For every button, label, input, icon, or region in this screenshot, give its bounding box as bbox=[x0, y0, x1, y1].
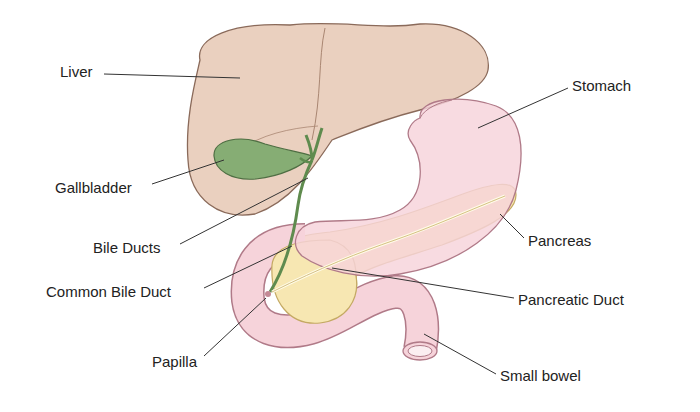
part-label: Pancreas bbox=[528, 233, 591, 249]
stomach-shape bbox=[296, 99, 521, 276]
part-label: Pancreatic Duct bbox=[518, 292, 624, 308]
leader-line bbox=[180, 178, 308, 244]
leader-line bbox=[424, 334, 496, 374]
part-label: Gallbladder bbox=[55, 180, 132, 196]
liver-lobe-line bbox=[312, 28, 325, 140]
leader-line bbox=[478, 88, 568, 128]
part-label: Bile Ducts bbox=[93, 240, 161, 256]
part-label: Small bowel bbox=[500, 368, 581, 384]
bowel-opening bbox=[403, 342, 437, 360]
part-label: Liver bbox=[60, 64, 93, 80]
part-label: Stomach bbox=[572, 78, 631, 94]
gallbladder-shape bbox=[214, 139, 312, 179]
leader-line bbox=[332, 268, 514, 298]
leader-line bbox=[152, 160, 224, 184]
part-label: Common Bile Duct bbox=[46, 284, 171, 300]
leader-line bbox=[500, 214, 524, 238]
papilla-dot bbox=[265, 291, 271, 297]
leader-line bbox=[104, 74, 240, 78]
esophagus bbox=[420, 100, 452, 118]
leader-line bbox=[204, 246, 292, 288]
leader-line bbox=[204, 298, 266, 356]
part-label: Papilla bbox=[152, 354, 197, 370]
cystic-duct bbox=[300, 158, 312, 162]
bile-ducts bbox=[270, 128, 322, 292]
bowel-lumen bbox=[408, 346, 432, 357]
